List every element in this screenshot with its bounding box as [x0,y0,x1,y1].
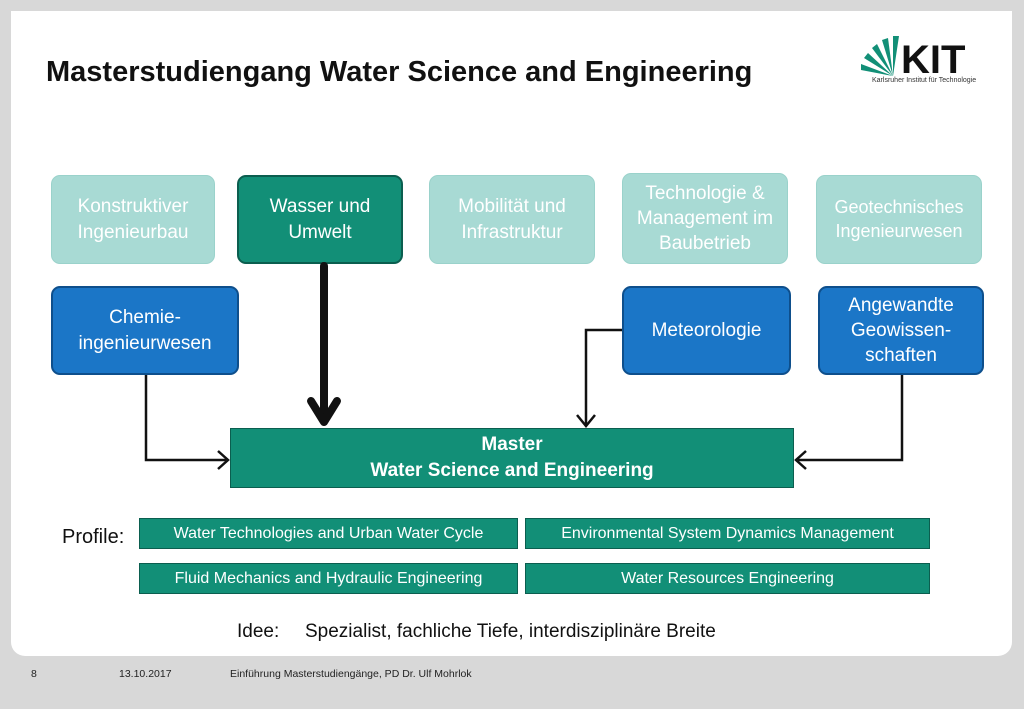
box-mobilitaet-infrastruktur: Mobilität und Infrastruktur [429,175,595,264]
kit-logo: KIT [861,36,965,82]
profile-water-resources: Water Resources Engineering [525,563,930,594]
footer-course: Einführung Masterstudiengänge, PD Dr. Ul… [230,668,472,680]
box-geotechnisches-ingenieurwesen: Geotechnisches Ingenieurwesen [816,175,982,264]
arrow-meteorologie-to-master [584,328,622,424]
idee-line: Idee: Spezialist, fachliche Tiefe, interd… [237,621,716,643]
profile-label: Profile: [62,526,125,548]
master-box: Master Water Science and Engineering [230,428,794,488]
logo-subtitle: Karlsruher Institut für Technologie [872,77,977,84]
profile-water-technologies: Water Technologies and Urban Water Cycle [139,518,518,549]
footer-date: 13.10.2017 [119,668,172,680]
master-line2: Water Science and Engineering [370,460,654,481]
page-title: Masterstudiengang Water Science and Engi… [46,56,753,88]
idee-text: Spezialist, fachliche Tiefe, interdiszip… [305,621,716,642]
arrow-wasser-to-master [307,262,341,426]
box-technologie-management: Technologie & Management im Baubetrieb [622,173,788,264]
box-konstruktiver-ingenieurbau: Konstruktiver Ingenieurbau [51,175,215,264]
arrow-geowissenschaften-to-master [798,375,904,462]
arrow-chemie-to-master [144,375,226,462]
logo-text: KIT [901,38,965,82]
master-line1: Master [481,434,543,456]
box-wasser-und-umwelt: Wasser und Umwelt [237,175,403,264]
profile-fluid-mechanics: Fluid Mechanics and Hydraulic Engineerin… [139,563,518,594]
idee-label: Idee: [237,621,280,642]
box-chemieingenieurwesen: Chemie-ingenieurwesen [51,286,239,375]
footer-page-number: 8 [31,668,37,680]
box-angewandte-geowissenschaften: Angewandte Geowissen-schaften [818,286,984,375]
box-meteorologie: Meteorologie [622,286,791,375]
profile-environmental-system: Environmental System Dynamics Management [525,518,930,549]
